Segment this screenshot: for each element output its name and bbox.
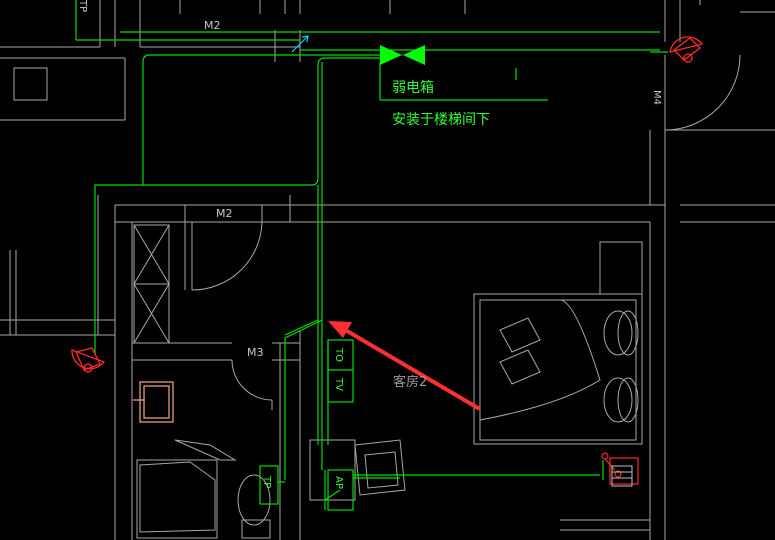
ap-terminal-icon [611, 465, 633, 487]
outlet-tp-top-label: TP [77, 0, 88, 12]
cable-runs [75, 0, 668, 511]
door-label-m2-mid: M2 [216, 207, 233, 220]
room-label: 客房2 [393, 374, 427, 390]
install-note-label: 安装于楼梯间下 [392, 112, 490, 128]
door-label-m2-top: M2 [204, 19, 221, 32]
sink-icon [133, 381, 174, 423]
outlet-to-label: TO [333, 347, 344, 362]
door-label-m4: M4 [651, 90, 662, 105]
outlet-tp-bath-label: TP [261, 475, 272, 488]
camera-icon-top-right [669, 36, 704, 63]
weak-box-label: 弱电箱 [392, 80, 434, 96]
outlet-tv-label: TV [333, 377, 344, 391]
camera-icon-left [71, 347, 106, 373]
weak-current-box-icon [380, 45, 425, 65]
outlet-ap-label: AP [333, 476, 344, 489]
cyan-pointer-icon [291, 35, 309, 53]
red-pointer-arrow [328, 321, 480, 410]
ap-device-icon [601, 452, 639, 485]
door-label-m3: M3 [247, 346, 264, 359]
